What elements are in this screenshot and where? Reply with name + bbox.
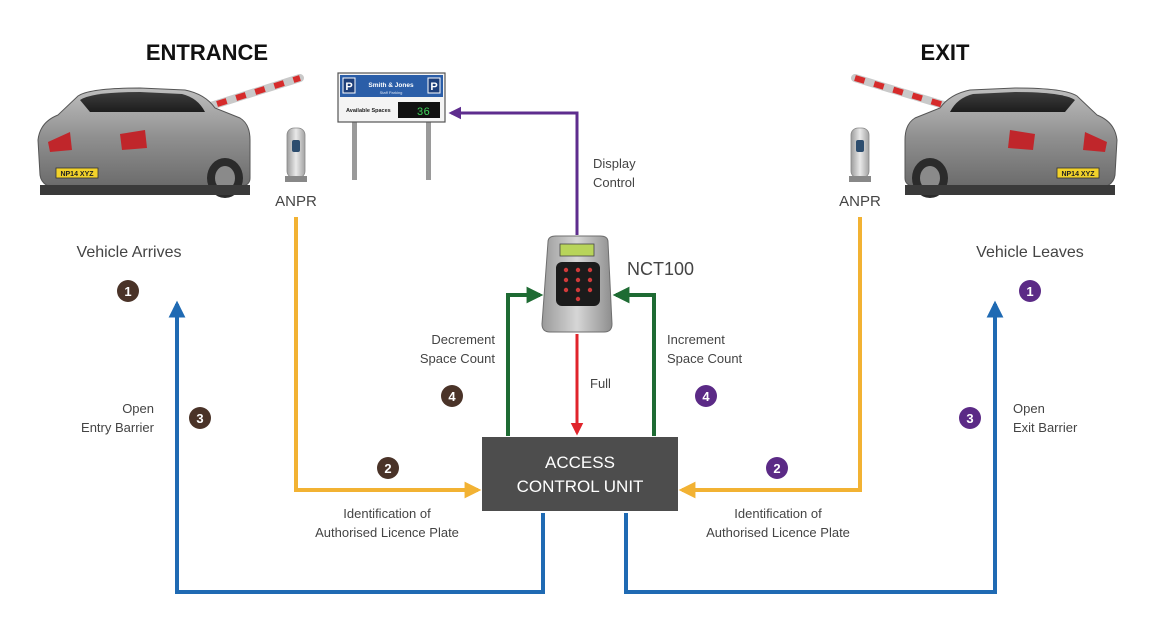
decrement-space-count-arrow [506, 286, 544, 436]
sign-available-value: 36 [417, 107, 430, 119]
open-exit-label-1: Open [1013, 401, 1045, 416]
unit-line1: ACCESS [545, 453, 615, 472]
decrement-label-2: Space Count [420, 351, 496, 366]
exit-heading: EXIT [921, 40, 970, 65]
nct100-keypad-icon [541, 235, 613, 333]
svg-text:1: 1 [124, 284, 131, 299]
access-control-unit [482, 437, 678, 511]
svg-text:3: 3 [966, 411, 973, 426]
sign-subtitle: Staff Parking [380, 90, 403, 95]
step-badge-entry-4: 4 [441, 385, 463, 407]
display-control-label-1: Display [593, 156, 636, 171]
entrance-car-icon: NP14 XYZ [37, 87, 251, 198]
sign-brand: Smith & Jones [368, 82, 414, 89]
decrement-label-1: Decrement [431, 332, 495, 347]
exit-anpr-label: ANPR [839, 193, 881, 210]
sign-available-label: Available Spaces [346, 108, 391, 114]
entrance-anpr-label: ANPR [275, 193, 317, 210]
entrance-anpr-camera-icon [285, 127, 307, 182]
nct100-label: NCT100 [627, 259, 694, 279]
vehicle-arrives-label: Vehicle Arrives [77, 244, 182, 261]
display-control-arrow [448, 106, 579, 235]
entrance-plate-text: NP14 XYZ [60, 171, 94, 178]
svg-text:1: 1 [1026, 284, 1033, 299]
increment-label-1: Increment [667, 332, 725, 347]
entrance-heading: ENTRANCE [146, 40, 268, 65]
increment-label-2: Space Count [667, 351, 743, 366]
sign-p-icon-right: P [430, 81, 437, 93]
entrance-plate [55, 167, 99, 179]
svg-text:3: 3 [196, 411, 203, 426]
sign-p-icon-left: P [345, 81, 352, 93]
open-entry-label-2: Entry Barrier [81, 420, 155, 435]
id-left-label-2: Authorised Licence Plate [315, 525, 459, 540]
svg-text:4: 4 [702, 389, 710, 404]
parking-sign: P P Smith & Jones Staff Parking Availabl… [337, 72, 446, 180]
svg-text:4: 4 [448, 389, 456, 404]
step-badge-entry-3: 3 [189, 407, 211, 429]
step-badge-entry-1: 1 [117, 280, 139, 302]
svg-text:2: 2 [384, 461, 391, 476]
exit-plate [1056, 167, 1100, 179]
step-badge-exit-2: 2 [766, 457, 788, 479]
entrance-identification-arrow [294, 217, 482, 499]
exit-identification-arrow [678, 217, 862, 499]
open-exit-barrier-arrow [624, 300, 1004, 594]
step-badge-entry-2: 2 [377, 457, 399, 479]
exit-car-icon: NP14 XYZ [904, 87, 1118, 198]
full-label: Full [590, 376, 611, 391]
vehicle-leaves-label: Vehicle Leaves [976, 244, 1084, 261]
open-entry-label-1: Open [122, 401, 154, 416]
unit-line2: CONTROL UNIT [517, 477, 644, 496]
step-badge-exit-4: 4 [695, 385, 717, 407]
exit-anpr-camera-icon [849, 127, 871, 182]
display-control-label-2: Control [593, 175, 635, 190]
increment-space-count-arrow [612, 286, 656, 436]
step-badge-exit-3: 3 [959, 407, 981, 429]
step-badge-exit-1: 1 [1019, 280, 1041, 302]
open-exit-label-2: Exit Barrier [1013, 420, 1078, 435]
id-right-label-2: Authorised Licence Plate [706, 525, 850, 540]
svg-text:2: 2 [773, 461, 780, 476]
id-right-label-1: Identification of [734, 506, 822, 521]
open-entry-barrier-arrow [168, 300, 545, 594]
exit-plate-text: NP14 XYZ [1061, 171, 1095, 178]
id-left-label-1: Identification of [343, 506, 431, 521]
